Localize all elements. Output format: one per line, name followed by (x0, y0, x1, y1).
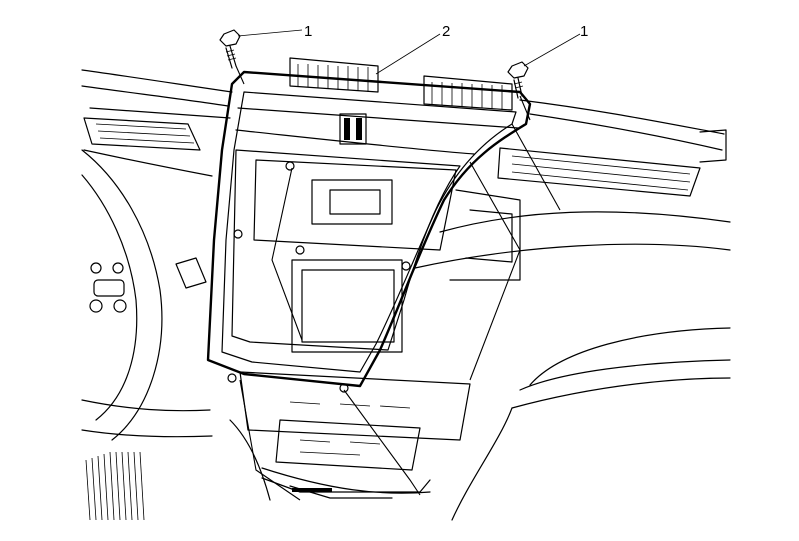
screw-left (219, 29, 241, 69)
callout-1-right-label: 1 (580, 23, 588, 40)
alignment-lines (235, 65, 561, 501)
screw-right (507, 61, 529, 99)
center-stack-housing (239, 159, 521, 499)
callout-2: 2 (375, 23, 450, 75)
callout-1-left-label: 1 (304, 23, 312, 40)
callout-2-label: 2 (442, 23, 450, 40)
floor-grille (85, 451, 145, 521)
trim-bezel (206, 57, 532, 393)
instrument-panel (81, 69, 731, 521)
callout-1-left: 1 (237, 23, 312, 40)
callout-1-right: 1 (523, 23, 588, 67)
